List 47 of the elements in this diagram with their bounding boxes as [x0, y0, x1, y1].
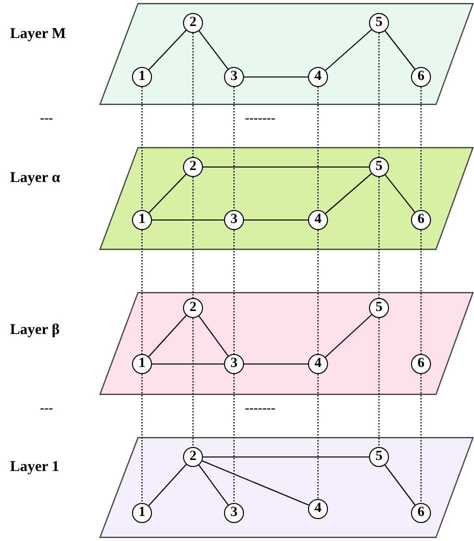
connector-line [325, 29, 372, 71]
dotted-connector [378, 33, 380, 157]
layer-label: Layer α [10, 170, 60, 187]
connector-line [325, 173, 372, 214]
dotted-connector [192, 33, 194, 157]
dotted-connector [378, 177, 380, 298]
connector-line [384, 174, 416, 212]
connector-line [244, 76, 308, 78]
connector-line [148, 464, 187, 506]
connector-line [148, 174, 186, 214]
connector-line [384, 464, 416, 506]
connector-line [244, 363, 308, 365]
dotted-connector [317, 87, 319, 210]
ellipsis-mark: --- [40, 111, 53, 125]
dotted-connector [420, 87, 422, 210]
layer-label: Layer 1 [10, 459, 60, 476]
connector-line [384, 30, 416, 70]
connector-line [202, 460, 309, 506]
dotted-connector [378, 318, 380, 447]
dotted-connector [233, 374, 235, 503]
dotted-connector [192, 177, 194, 298]
dotted-connector [141, 374, 143, 503]
dotted-connector [420, 374, 422, 503]
connector-line [203, 456, 369, 458]
connector-line [148, 30, 187, 70]
dotted-connector [420, 230, 422, 354]
connector-line [198, 30, 228, 70]
dotted-connector [141, 230, 143, 354]
connector-line [325, 314, 372, 358]
connector-line [198, 464, 229, 506]
dotted-connector [317, 230, 319, 354]
dotted-connector [233, 230, 235, 354]
connector-line [198, 316, 229, 356]
ellipsis-mark: ------- [245, 401, 276, 415]
dotted-connector [233, 87, 235, 210]
dotted-connector [192, 318, 194, 447]
ellipsis-mark: ------- [245, 111, 276, 125]
connector-line [152, 219, 224, 221]
ellipsis-mark: --- [40, 401, 53, 415]
layer-label: Layer β [10, 322, 60, 339]
connector-line [152, 363, 224, 365]
dotted-connector [141, 87, 143, 210]
connector-line [203, 166, 369, 168]
connector-line [148, 315, 187, 357]
dotted-connector [317, 374, 319, 499]
layer-label: Layer M [10, 26, 66, 43]
connector-line [244, 219, 308, 221]
